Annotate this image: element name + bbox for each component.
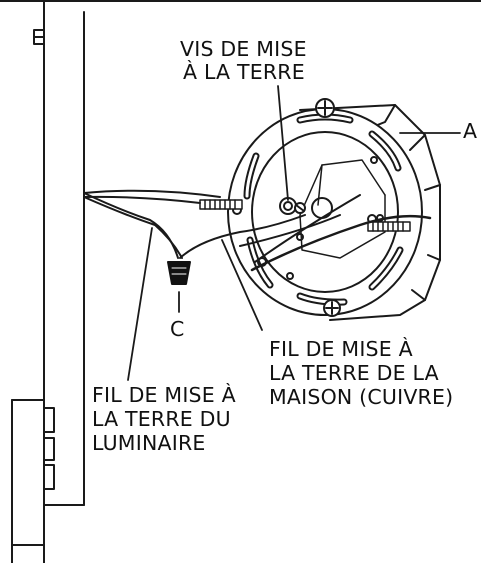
label-fixture-wire-line1: FIL DE MISE À [92, 383, 236, 407]
leader-house-wire [221, 239, 263, 331]
label-screw-line2: À LA TERRE [183, 60, 305, 84]
label-screw-line1: VIS DE MISE [180, 37, 307, 61]
label-connector-c: C [170, 317, 185, 341]
leader-screw [277, 85, 289, 201]
mounting-screws [199, 199, 411, 232]
fixture-body [11, 399, 55, 563]
label-fixture-wire-line2: LA TERRE DU [92, 407, 231, 431]
label-house-wire-line3: MAISON (CUIVRE) [269, 385, 454, 409]
label-house-wire-line2: LA TERRE DE LA [269, 361, 439, 385]
leader-lines [127, 85, 461, 381]
leader-fixture-wire [127, 227, 153, 381]
label-fixture-wire-line3: LUMINAIRE [92, 431, 206, 455]
grounding-screw [279, 197, 306, 215]
fixture-wall-arm [33, 0, 85, 516]
mounting-bracket [227, 98, 423, 317]
label-house-wire-line1: FIL DE MISE À [269, 337, 413, 361]
wire-connector [167, 261, 191, 285]
label-bracket-a: A [463, 119, 478, 143]
fixture-wires [83, 189, 432, 272]
